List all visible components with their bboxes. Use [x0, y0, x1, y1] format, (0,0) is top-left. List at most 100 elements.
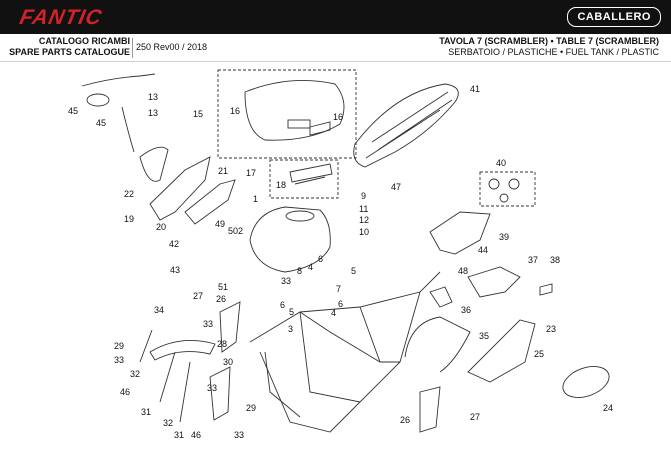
part-label: 33	[234, 430, 244, 440]
part-label: 41	[470, 84, 480, 94]
part-label: 33	[207, 383, 217, 393]
tank-filler-drawing	[285, 210, 315, 222]
part-label: 5	[351, 266, 356, 276]
rear-rack-drawing	[404, 316, 471, 373]
part-label: 27	[193, 291, 203, 301]
part-drawings	[81, 69, 610, 433]
tank-grille-drawing	[309, 121, 331, 136]
part-label: 42	[169, 239, 179, 249]
part-label: 9	[361, 191, 366, 201]
fork-guard-drawing	[219, 301, 241, 353]
part-label: 40	[496, 158, 506, 168]
catalogue-title-it: CATALOGO RICAMBI	[38, 36, 130, 46]
part-labels: 45 13 45 13 15 16 16 41 22 21 17 18 9 40…	[68, 84, 613, 440]
caps-kit-box	[479, 171, 536, 207]
part-label: 15	[193, 109, 203, 119]
part-label: 22	[124, 189, 134, 199]
part-label: 37	[528, 255, 538, 265]
catalogue-header: CATALOGO RICAMBI SPARE PARTS CATALOGUE 2…	[0, 34, 671, 62]
part-label: 3	[288, 324, 293, 334]
model-badge: CABALLERO	[567, 7, 661, 27]
part-label: 45	[96, 118, 106, 128]
fuel-cap-drawing	[86, 93, 110, 107]
part-label: 6	[280, 300, 285, 310]
side-panel-drawing	[184, 179, 236, 225]
fork-guard-lower-drawing	[209, 366, 231, 421]
part-label: 20	[156, 222, 166, 232]
cap-b-drawing	[508, 178, 520, 190]
part-label: 21	[218, 166, 228, 176]
drive-belt-drawing	[562, 366, 610, 398]
rear-fender-drawing	[429, 211, 491, 255]
table-subtitle: SERBATOIO / PLASTICHE • FUEL TANK / PLAS…	[448, 47, 659, 57]
part-label: 39	[499, 232, 509, 242]
part-label: 8	[297, 266, 302, 276]
mount-bracket-drawing	[429, 286, 453, 308]
part-label: 16	[333, 112, 343, 122]
handle-cap-drawing	[539, 283, 553, 296]
part-label: 33	[203, 319, 213, 329]
part-label: 11	[359, 204, 368, 214]
header-divider	[132, 38, 133, 58]
rear-mudguard-drawing	[467, 319, 536, 383]
side-cover-drawing	[139, 146, 169, 182]
catalogue-version: 250 Rev00 / 2018	[136, 42, 208, 52]
part-label: 19	[124, 214, 134, 224]
part-label: 38	[550, 255, 560, 265]
part-label: 27	[470, 412, 480, 422]
part-label: 12	[359, 215, 369, 225]
part-label: 7	[336, 284, 341, 294]
number-plate-drawing	[149, 156, 211, 221]
cap-a-drawing	[488, 178, 500, 190]
part-label: 23	[546, 324, 556, 334]
plate-holder-drawing	[419, 386, 441, 433]
part-label: 33	[114, 355, 124, 365]
part-label: 5	[289, 307, 294, 317]
part-label: 4	[331, 308, 336, 318]
part-label: 48	[458, 266, 468, 276]
part-label: 33	[281, 276, 291, 286]
frame-drawing	[249, 271, 441, 433]
part-label: 17	[246, 168, 256, 178]
part-label: 13	[148, 92, 158, 102]
part-label: 4	[308, 262, 313, 272]
table-title: TAVOLA 7 (SCRAMBLER) • TABLE 7 (SCRAMBLE…	[439, 36, 659, 46]
part-label: 26	[216, 294, 226, 304]
part-label: 46	[191, 430, 201, 440]
brand-logo: FANTIC	[17, 6, 105, 29]
part-label: 49	[215, 219, 225, 229]
fuel-tank-cover-drawing	[244, 80, 345, 141]
part-label: 10	[359, 227, 369, 237]
grille-kit-drawing	[289, 163, 333, 185]
part-label: 36	[461, 305, 471, 315]
tank-emblem-drawing	[287, 119, 311, 129]
catalogue-title: CATALOGO RICAMBI SPARE PARTS CATALOGUE	[0, 36, 130, 58]
part-label: 46	[120, 387, 130, 397]
part-label: 29	[114, 341, 124, 351]
part-label: 25	[534, 349, 544, 359]
top-bar: FANTIC CABALLERO	[0, 0, 671, 34]
part-label: 28	[217, 339, 227, 349]
part-label: 2	[238, 226, 243, 236]
part-label: 18	[276, 180, 286, 190]
cap-c-drawing	[499, 193, 509, 203]
seat-stitch-drawing	[365, 91, 453, 159]
part-label: 44	[478, 245, 488, 255]
part-label: 31	[141, 407, 151, 417]
grille-kit-box	[269, 159, 339, 199]
seat-drawing	[353, 83, 459, 168]
part-label: 32	[163, 418, 173, 428]
fuel-hose-drawing	[81, 73, 156, 153]
part-label: 31	[174, 430, 184, 440]
part-label: 47	[391, 182, 401, 192]
fender-brackets-drawing	[139, 329, 191, 423]
part-label: 6	[318, 254, 323, 264]
part-label: 35	[479, 331, 489, 341]
part-label: 45	[68, 106, 78, 116]
fuel-tank-drawing	[249, 206, 331, 273]
part-label: 32	[130, 369, 140, 379]
part-label: 13	[148, 108, 158, 118]
part-label: 26	[400, 415, 410, 425]
frame-downtube-drawing	[264, 351, 301, 418]
grab-handle-drawing	[467, 266, 521, 298]
